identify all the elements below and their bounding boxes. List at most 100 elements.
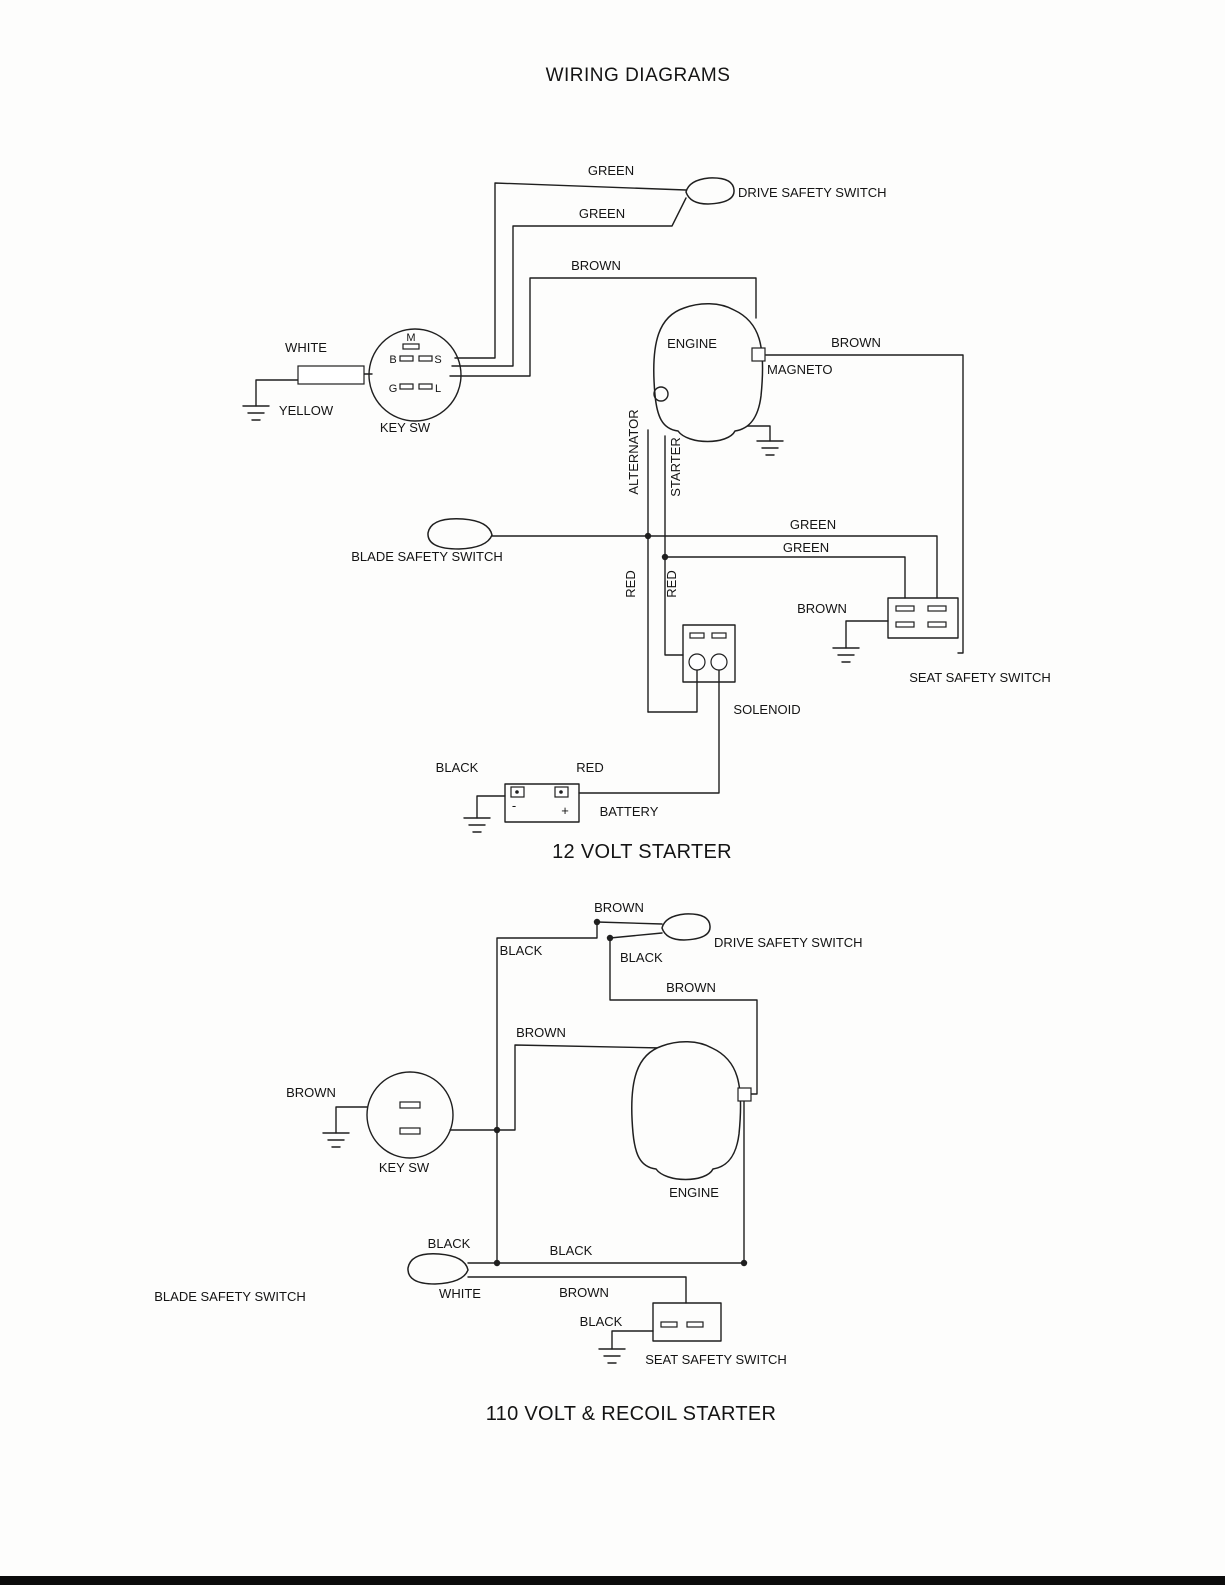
wire-alternator-to-solenoid: [647, 669, 698, 713]
key-terminal-m-label: M: [406, 332, 415, 344]
wire-label-brown-magneto: BROWN: [831, 335, 881, 350]
wire-label-yellow: YELLOW: [279, 403, 334, 418]
wire-label-green-seat-bottom: GREEN: [783, 540, 829, 555]
wire-label-green-top: GREEN: [588, 163, 634, 178]
blade-safety-switch-label: BLADE SAFETY SWITCH: [351, 549, 502, 564]
wire-label-brown-key-ground: BROWN: [286, 1085, 336, 1100]
wire-label-green-second: GREEN: [579, 206, 625, 221]
battery-terminal-dot: [515, 790, 519, 794]
wire-label-green-seat-top: GREEN: [790, 517, 836, 532]
drive-safety-switch-body: [661, 913, 711, 941]
wire-green-second-to-seat: [664, 556, 906, 599]
key-switch-body: [366, 1071, 454, 1159]
blade-safety-switch-label: BLADE SAFETY SWITCH: [154, 1289, 305, 1304]
engine-label: ENGINE: [667, 336, 717, 351]
wire-brown-key-to-engine: [449, 1044, 664, 1131]
ground-icon: [322, 1132, 350, 1148]
wire-label-black-blade: BLACK: [428, 1236, 471, 1251]
scan-edge-artifact: [0, 1576, 1225, 1585]
key-terminal-l: [418, 383, 433, 390]
seat-switch-terminal: [927, 621, 947, 628]
ground-icon: [832, 647, 860, 663]
diagram-12v-title: 12 VOLT STARTER: [552, 841, 732, 863]
wire-label-red-starter: RED: [664, 570, 679, 597]
seat-switch-terminal: [927, 605, 947, 612]
key-terminal-b-label: B: [389, 354, 396, 366]
wire-brown-drive: [596, 921, 663, 925]
wire-label-brown-drive: BROWN: [594, 900, 644, 915]
diagram-110-volt-recoil-starter: DRIVE SAFETY SWITCH KEY SW ENGINE BLADE …: [154, 900, 862, 1425]
key-switch-label: KEY SW: [380, 420, 431, 435]
key-harness-connector: [297, 365, 365, 385]
drive-safety-switch-label: DRIVE SAFETY SWITCH: [738, 185, 887, 200]
key-terminal-m: [402, 343, 420, 350]
wire-label-brown-key-feed: BROWN: [516, 1025, 566, 1040]
wire-brown-blade-to-seat: [467, 1276, 687, 1304]
battery-pos-label: +: [561, 803, 569, 818]
junction-dot: [606, 934, 614, 942]
junction-dot: [644, 532, 652, 540]
seat-switch-terminal: [660, 1321, 678, 1328]
seat-safety-switch-label: SEAT SAFETY SWITCH: [909, 670, 1051, 685]
wire-label-white: WHITE: [285, 340, 327, 355]
wire-label-black-battery: BLACK: [436, 760, 479, 775]
battery-body: [504, 783, 580, 823]
ground-icon: [463, 817, 491, 833]
wire-black-seat-ground: [611, 1330, 654, 1350]
wire-green-top: [454, 182, 687, 359]
wire-blade-green-to-seat: [491, 535, 938, 599]
magneto-terminal: [751, 347, 766, 362]
wire-black-drive-stub: [609, 932, 663, 939]
key-terminal-g: [399, 383, 414, 390]
wire-label-black-blade-wire: BLACK: [550, 1243, 593, 1258]
wire-brown-key-ground: [335, 1106, 368, 1134]
junction-dot: [740, 1259, 748, 1267]
wire-label-red-battery: RED: [576, 760, 603, 775]
seat-switch-terminal: [895, 621, 915, 628]
wire-label-black-seat: BLACK: [580, 1314, 623, 1329]
seat-safety-switch-body: [652, 1302, 722, 1342]
engine-outline: [653, 303, 764, 443]
starter-label: STARTER: [668, 437, 683, 496]
seat-switch-terminal: [895, 605, 915, 612]
key-terminal-b: [399, 355, 414, 362]
alternator-label: ALTERNATOR: [626, 409, 641, 494]
blade-safety-switch-body: [407, 1253, 469, 1285]
solenoid-label: SOLENOID: [733, 702, 800, 717]
wire-label-white-blade: WHITE: [439, 1286, 481, 1301]
seat-switch-terminal: [686, 1321, 704, 1328]
wire-black-battery-ground: [476, 795, 506, 819]
engine-outline: [631, 1041, 742, 1181]
magneto-label: MAGNETO: [767, 362, 833, 377]
key-terminal-s: [418, 355, 433, 362]
engine-label: ENGINE: [669, 1185, 719, 1200]
wire-yellow-to-ground: [255, 379, 299, 407]
wire-engine-ground: [740, 425, 771, 442]
battery-label: BATTERY: [600, 804, 659, 819]
junction-dot: [593, 918, 601, 926]
page-title: WIRING DIAGRAMS: [546, 65, 731, 86]
wire-brown-drive-to-engine: [609, 937, 758, 1095]
wire-label-red-alternator: RED: [623, 570, 638, 597]
solenoid-terminal: [711, 632, 727, 639]
key-switch-terminal: [399, 1101, 421, 1109]
ground-icon: [756, 440, 784, 456]
key-switch-label: KEY SW: [379, 1160, 430, 1175]
wire-label-brown-engine: BROWN: [666, 980, 716, 995]
key-switch-body: [368, 328, 462, 422]
ground-icon: [242, 405, 270, 421]
wire-label-brown-key: BROWN: [571, 258, 621, 273]
wire-black-feed-vertical: [496, 921, 598, 1264]
blade-safety-switch-body: [427, 518, 493, 550]
wire-label-brown-seat: BROWN: [797, 601, 847, 616]
wire-green-second: [451, 197, 687, 367]
key-terminal-s-label: S: [434, 354, 441, 366]
wire-brown-magneto-to-seat: [765, 354, 964, 654]
junction-dot: [493, 1126, 501, 1134]
wire-red-solenoid-battery: [578, 669, 720, 794]
wire-label-black-feed: BLACK: [500, 943, 543, 958]
junction-dot: [661, 553, 669, 561]
solenoid-post: [688, 653, 706, 671]
